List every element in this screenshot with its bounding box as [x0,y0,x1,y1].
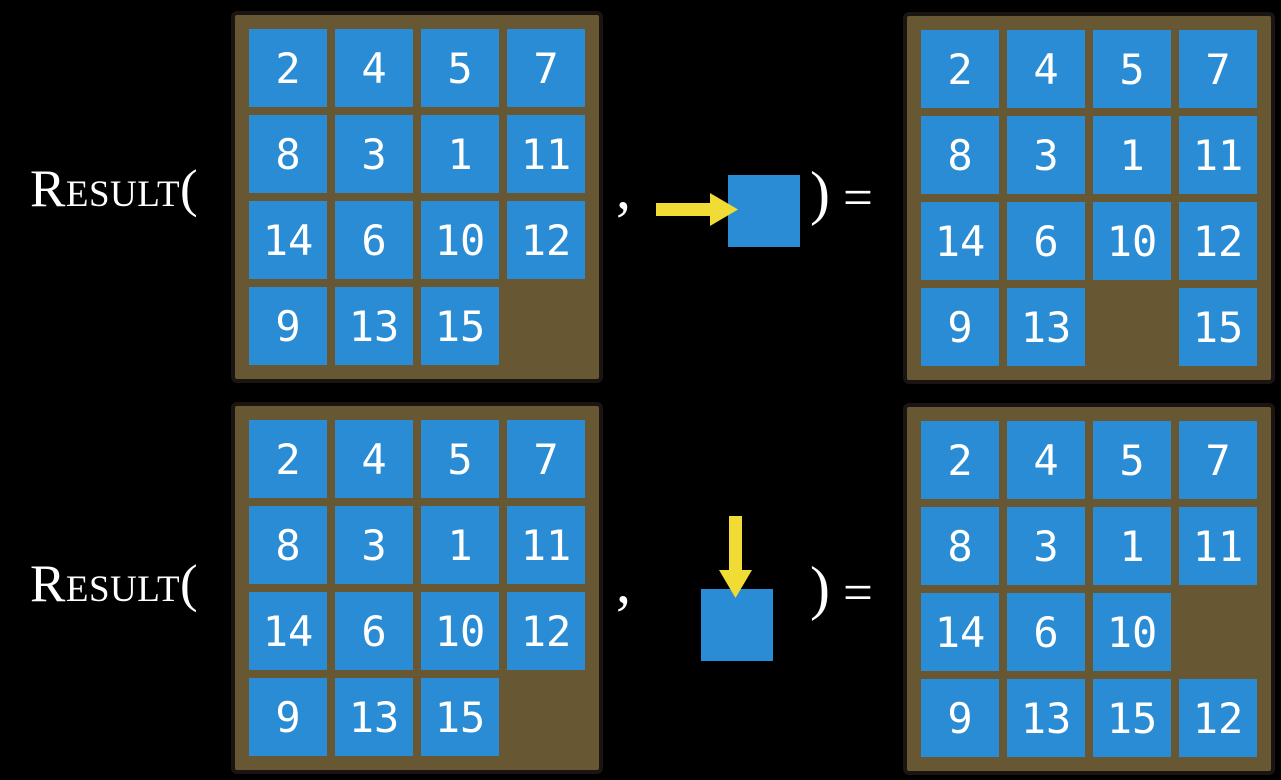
puzzle-tile: 9 [249,287,327,365]
puzzle-tile: 2 [249,29,327,107]
puzzle-tile: 9 [921,679,999,757]
puzzle-tile: 10 [1093,202,1171,280]
puzzle-tile: 8 [921,116,999,194]
puzzle-tile: 2 [249,420,327,498]
puzzle-tile: 1 [1093,116,1171,194]
comma: , [616,549,631,615]
puzzle-tile: 5 [1093,421,1171,499]
puzzle-tile: 7 [1179,421,1257,499]
puzzle-tile: 1 [421,115,499,193]
puzzle-tile: 1 [1093,507,1171,585]
puzzle-tile: 5 [421,420,499,498]
puzzle-tile: 1 [421,506,499,584]
puzzle-tile: 6 [1007,593,1085,671]
puzzle-tile: 12 [1179,202,1257,280]
puzzle-tile: 3 [1007,116,1085,194]
puzzle-tile: 3 [1007,507,1085,585]
action-tile [701,589,773,661]
puzzle-tile: 12 [507,592,585,670]
puzzle-tile: 6 [1007,202,1085,280]
puzzle-tile: 5 [1093,30,1171,108]
puzzle-tile: 8 [921,507,999,585]
puzzle-tile: 9 [249,678,327,756]
action-tile [728,175,800,247]
puzzle-tile: 8 [249,506,327,584]
puzzle-tile: 2 [921,421,999,499]
puzzle-tile: 13 [335,287,413,365]
puzzle-tile: 14 [249,201,327,279]
puzzle-tile: 14 [921,202,999,280]
puzzle-tile: 11 [1179,116,1257,194]
puzzle-tile: 3 [335,506,413,584]
empty-cell [1093,288,1171,366]
equals-sign: = [843,169,873,227]
empty-cell [507,287,585,365]
puzzle-tile: 15 [1179,288,1257,366]
puzzle-tile: 12 [1179,679,1257,757]
puzzle-tile: 2 [921,30,999,108]
puzzle-tile: 15 [1093,679,1171,757]
puzzle-tile: 11 [1179,507,1257,585]
empty-cell [507,678,585,756]
puzzle-tile: 4 [335,29,413,107]
puzzle-tile: 15 [421,287,499,365]
close-paren: ) [810,555,830,621]
puzzle-tile: 7 [1179,30,1257,108]
equals-sign: = [843,564,873,622]
puzzle-tile: 6 [335,592,413,670]
puzzle-tile: 11 [507,506,585,584]
puzzle-tile: 9 [921,288,999,366]
puzzle-tile: 7 [507,420,585,498]
puzzle-tile: 5 [421,29,499,107]
puzzle-tile: 13 [1007,679,1085,757]
puzzle-tile: 12 [507,201,585,279]
puzzle-tile: 13 [1007,288,1085,366]
puzzle-tile: 15 [421,678,499,756]
comma: , [616,155,631,221]
puzzle-tile: 8 [249,115,327,193]
puzzle-tile: 3 [335,115,413,193]
puzzle-tile: 11 [507,115,585,193]
puzzle-tile: 14 [249,592,327,670]
puzzle-tile: 7 [507,29,585,107]
puzzle-tile: 4 [1007,30,1085,108]
puzzle-tile: 13 [335,678,413,756]
empty-cell [1179,593,1257,671]
puzzle-tile: 10 [421,592,499,670]
puzzle-tile: 4 [335,420,413,498]
result-function-label: Result( [30,555,199,613]
close-paren: ) [810,160,830,226]
puzzle-tile: 10 [421,201,499,279]
arrow-right-icon [656,193,738,226]
puzzle-tile: 10 [1093,593,1171,671]
puzzle-tile: 14 [921,593,999,671]
puzzle-tile: 4 [1007,421,1085,499]
puzzle-tile: 6 [335,201,413,279]
arrow-down-icon [719,516,752,598]
result-function-label: Result( [30,160,199,218]
